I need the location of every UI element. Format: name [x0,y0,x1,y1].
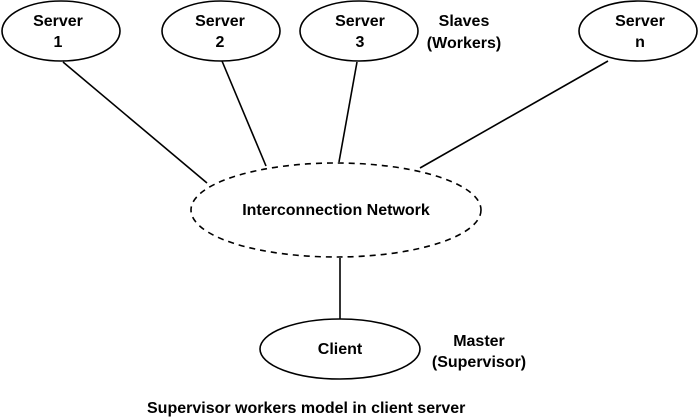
server-1-number: 1 [54,34,63,51]
slaves-label: Slaves [439,13,490,30]
interconnection-network-node: Interconnection Network [190,162,482,258]
server-node-3: Server 3 [299,0,419,62]
server-n-number: n [635,34,645,51]
network-label: Interconnection Network [242,202,430,219]
server-2-number: 2 [216,34,225,51]
diagram-caption: Supervisor workers model in client serve… [147,400,465,417]
workers-label: (Workers) [427,35,501,52]
client-node: Client [259,318,421,380]
master-label: Master [453,333,505,350]
server-2-label: Server [195,13,245,30]
supervisor-label: (Supervisor) [432,354,526,371]
server-n-label: Server [615,13,665,30]
client-label: Client [318,341,363,358]
connector-servern-network [419,60,609,169]
connector-server1-network [62,61,208,184]
server-node-n: Server n [578,0,698,62]
server-1-label: Server [33,13,83,30]
server-3-label: Server [335,13,385,30]
server-3-number: 3 [356,34,365,51]
connector-server2-network [221,60,267,167]
server-node-2: Server 2 [161,0,281,62]
connector-server3-network [338,61,358,163]
server-node-1: Server 1 [1,0,121,62]
